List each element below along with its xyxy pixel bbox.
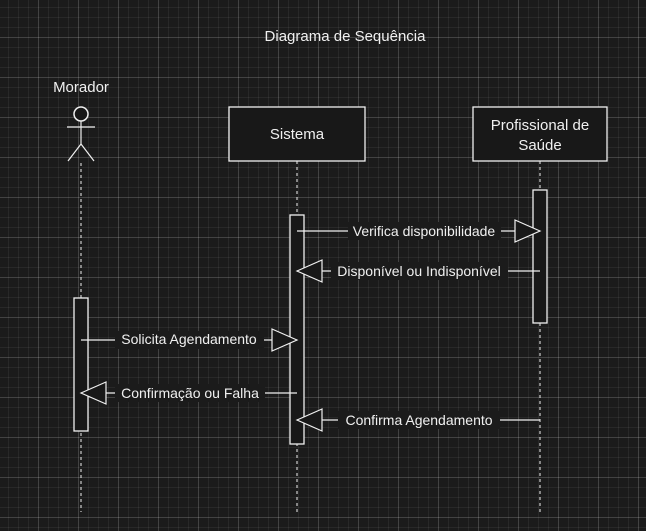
label-background xyxy=(115,384,265,402)
diagram-title: Diagrama de Sequência xyxy=(265,28,427,45)
actor-label: Morador xyxy=(53,79,109,96)
message-label: Solicita Agendamento xyxy=(121,331,257,347)
arrowhead-icon xyxy=(79,381,107,405)
arrowhead-icon xyxy=(295,259,323,283)
arrowhead-icon xyxy=(295,408,323,432)
participant-box xyxy=(228,106,366,162)
label-background xyxy=(338,411,500,429)
message-label: Disponível ou Indisponível xyxy=(337,263,500,279)
label-background xyxy=(115,331,264,349)
activation-bar-profissional[interactable] xyxy=(532,189,548,324)
message-confirmacao-ou-falha[interactable]: Confirmação ou Falha xyxy=(79,381,297,405)
message-solicita-agendamento[interactable]: Solicita Agendamento xyxy=(81,328,299,352)
label-background xyxy=(348,222,501,240)
activation-bar-morador[interactable] xyxy=(73,297,89,432)
participant-label-line-2: Saúde xyxy=(518,137,561,154)
participant-profissional-de-saude[interactable]: Profissional de Saúde xyxy=(472,106,608,162)
message-confirma-agendamento[interactable]: Confirma Agendamento xyxy=(295,408,540,432)
arrowhead-icon xyxy=(514,219,542,243)
arrowhead-icon xyxy=(271,328,299,352)
actor-morador[interactable]: Morador xyxy=(53,79,109,162)
message-label: Confirma Agendamento xyxy=(345,412,492,428)
participant-box xyxy=(472,106,608,162)
message-label: Confirmação ou Falha xyxy=(121,385,259,401)
label-background xyxy=(331,262,508,280)
message-verifica-disponibilidade[interactable]: Verifica disponibilidade xyxy=(297,219,542,243)
activation-bar-sistema[interactable] xyxy=(289,214,305,445)
message-disponivel-ou-indisponivel[interactable]: Disponível ou Indisponível xyxy=(295,259,540,283)
stick-figure-icon xyxy=(67,106,95,162)
participant-label-line-1: Profissional de xyxy=(491,117,589,134)
participant-label: Sistema xyxy=(270,126,325,143)
message-label: Verifica disponibilidade xyxy=(353,223,496,239)
participant-sistema[interactable]: Sistema xyxy=(228,106,366,162)
